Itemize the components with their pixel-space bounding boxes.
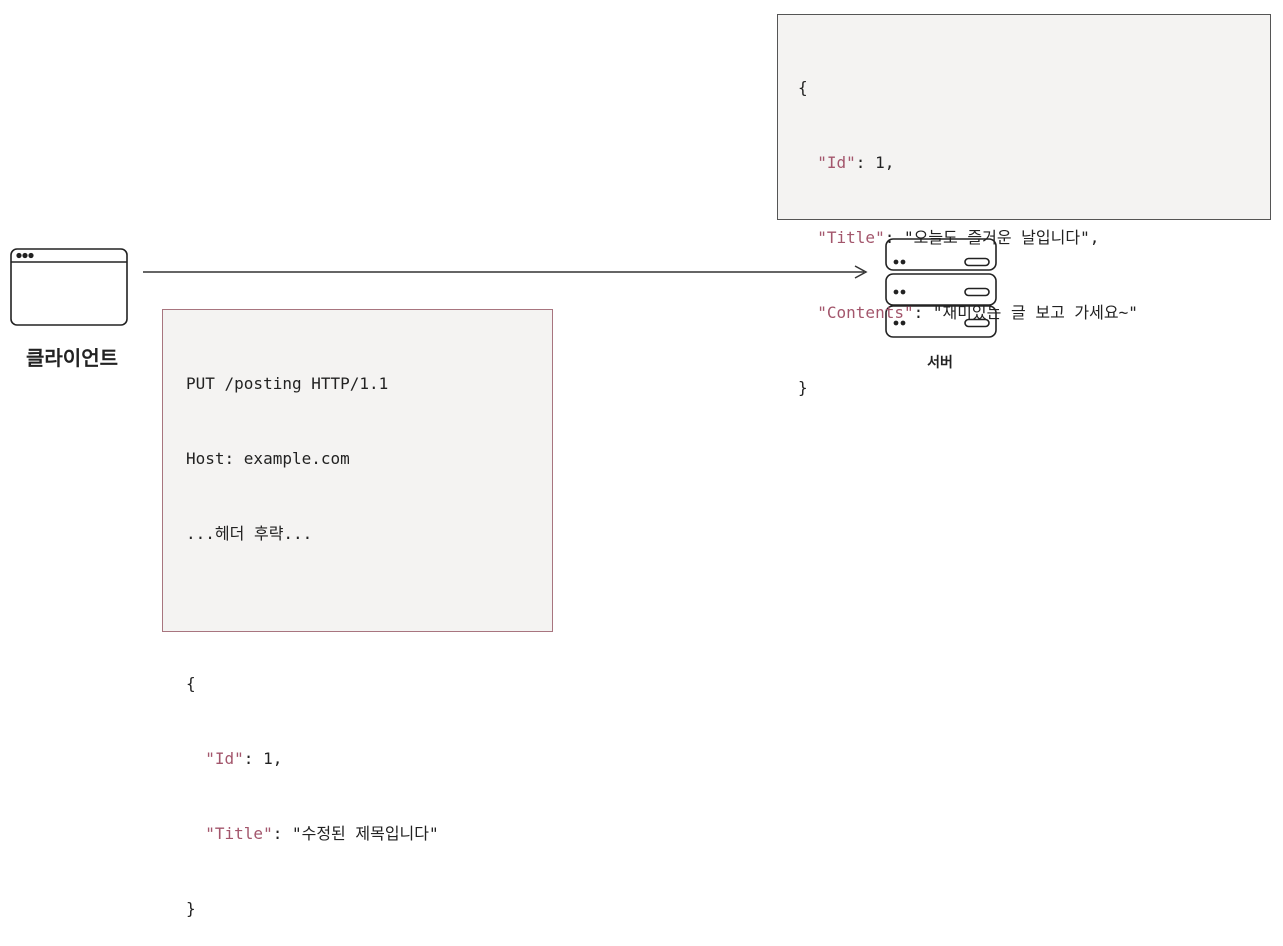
server-json-id-key: "Id" xyxy=(817,153,856,172)
server-json-id-value: : 1, xyxy=(855,153,895,172)
request-headers-omitted: ...헤더 후략... xyxy=(186,524,313,543)
server-json-open: { xyxy=(798,78,808,97)
server-json-title-line: "Title": "오늘도 즐거운 날입니다", xyxy=(798,219,1270,256)
browser-window-icon xyxy=(10,248,128,326)
server-json-contents-value: : "재미있는 글 보고 가세요~" xyxy=(913,303,1138,322)
request-line: PUT /posting HTTP/1.1 xyxy=(186,374,389,393)
server-rack-icon xyxy=(885,238,997,338)
request-json-title-key: "Title" xyxy=(205,824,273,843)
server-json-contents-key: "Contents" xyxy=(817,303,914,322)
server-json-title-value: : "오늘도 즐거운 날입니다", xyxy=(884,228,1100,247)
client-label: 클라이언트 xyxy=(26,346,118,370)
diagram-canvas xyxy=(10,238,997,338)
server-json-title-key: "Title" xyxy=(817,228,885,247)
request-json-open: { xyxy=(186,674,196,693)
request-json-close: } xyxy=(186,899,196,918)
server-resource-box: { "Id": 1, "Title": "오늘도 즐거운 날입니다", "Con… xyxy=(777,14,1271,397)
request-json-id-key: "Id" xyxy=(205,749,244,768)
request-json-title-line: "Title": "수정된 제목입니다" xyxy=(186,815,552,852)
request-json-id-line: "Id": 1, xyxy=(186,740,552,777)
server-json-id-line: "Id": 1, xyxy=(798,144,1270,181)
request-json-title-value: : "수정된 제목입니다" xyxy=(272,824,439,843)
request-arrow xyxy=(143,265,868,279)
server-json-close: } xyxy=(798,378,808,397)
server-json-contents-line: "Contents": "재미있는 글 보고 가세요~" xyxy=(798,294,1270,331)
request-host-header: Host: example.com xyxy=(186,449,350,468)
request-json-id-value: : 1, xyxy=(243,749,283,768)
request-blank-line xyxy=(186,590,552,627)
server-label: 서버 xyxy=(927,355,953,371)
http-request-box: PUT /posting HTTP/1.1 Host: example.com … xyxy=(162,309,553,918)
